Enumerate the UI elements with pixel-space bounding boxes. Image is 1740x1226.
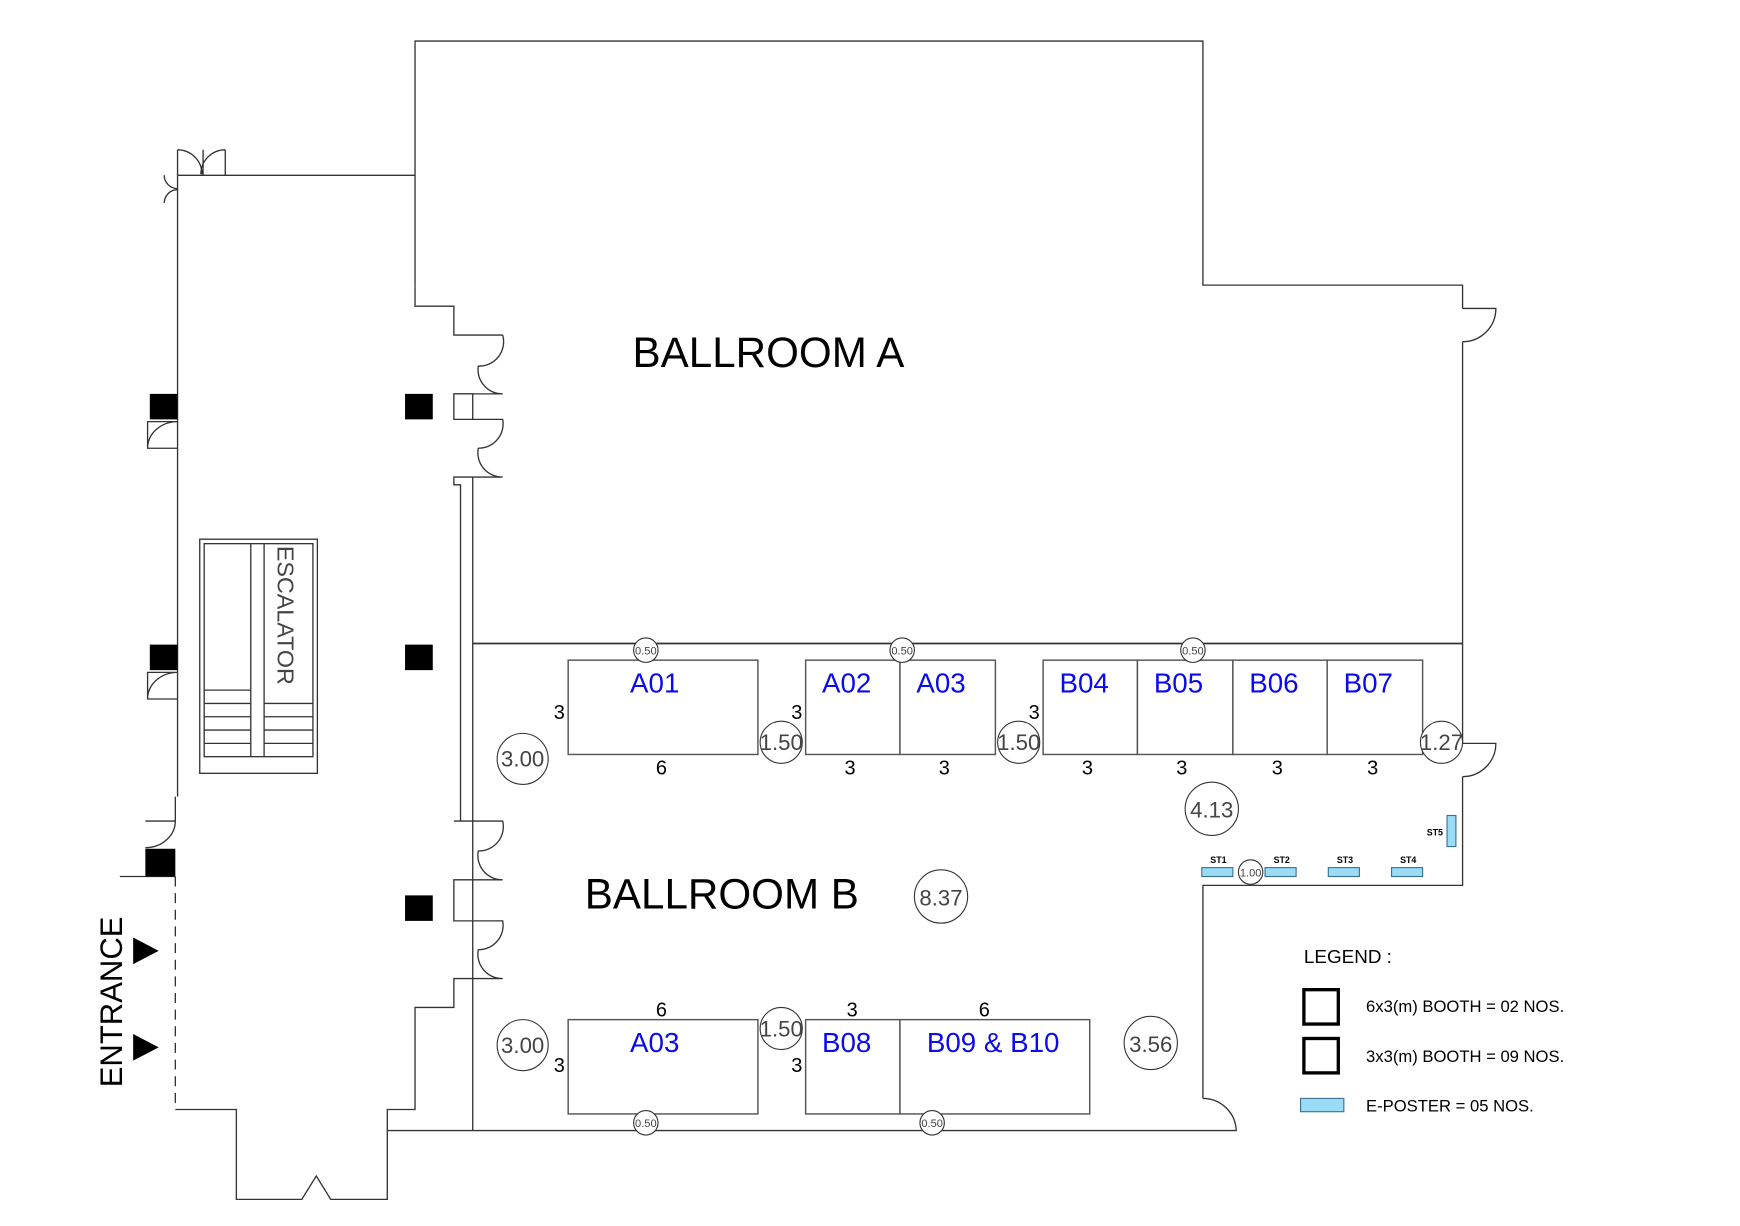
booth-a01[interactable] [567,659,759,756]
eposter-label: ST3 [1337,855,1353,865]
eposter-label: ST1 [1210,855,1226,865]
legend-title: LEGEND : [1304,946,1392,967]
booth-row-bottom: A03 B08 B09 & B10 6 3 6 3 3 [554,999,1091,1115]
booth-a02[interactable] [804,659,901,756]
booth-label: A03 [916,667,965,698]
eposter-st5[interactable] [1446,814,1457,848]
booth-label: B05 [1154,667,1203,698]
clearance-value: 0.50 [635,1118,657,1130]
booth-row-top: A01 A02 A03 B04 B05 B06 B07 6 3 3 3 3 3 … [554,659,1424,779]
booth-label: B09 & B10 [927,1027,1060,1058]
eposter-label: ST5 [1427,827,1443,837]
booth-label: A02 [822,667,871,698]
clearance-value: 0.50 [891,646,913,658]
escalator-label: ESCALATOR [272,546,298,685]
booth-b07[interactable] [1326,659,1424,756]
booth-label: B08 [822,1027,871,1058]
eposter-label: ST2 [1274,855,1290,865]
booth-depth: 3 [791,702,802,724]
booth-depth: 3 [1029,702,1040,724]
booth-width: 3 [1367,757,1378,779]
booth-width: 3 [1082,757,1093,779]
clearance-value: 1.50 [760,1016,803,1041]
columns [145,393,433,921]
eposter-st1[interactable] [1201,867,1234,878]
booth-depth: 3 [554,702,565,724]
legend-6x3-swatch [1302,988,1340,1026]
legend-eposter-swatch [1300,1097,1345,1113]
booth-width: 6 [979,999,990,1021]
booth-label: B07 [1344,667,1393,698]
eposter-label: ST4 [1400,855,1416,865]
clearance-value: 1.00 [1240,868,1262,880]
booth-b09-b10[interactable] [899,1018,1091,1115]
eposters: ST1 ST2 ST3 ST4 ST5 [1201,814,1457,878]
entrance-arrow-icon [133,1034,159,1061]
booth-b05[interactable] [1136,659,1234,756]
escalator: ESCALATOR [199,538,319,774]
booth-width: 3 [939,757,950,779]
booth-depth: 3 [554,1055,565,1077]
entrance-arrow-icon [133,937,159,965]
eposter-st4[interactable] [1391,867,1424,878]
entrance-label: ENTRANCE [94,917,129,1088]
legend-item: 6x3(m) BOOTH = 02 NOS. [1366,997,1564,1016]
legend-item: 3x3(m) BOOTH = 09 NOS. [1366,1047,1564,1066]
booth-width: 3 [847,999,858,1021]
booth-a03-lower[interactable] [567,1018,759,1115]
booth-b04[interactable] [1042,659,1139,756]
legend: LEGEND : 6x3(m) BOOTH = 02 NOS. 3x3(m) B… [1300,946,1564,1116]
ballroom-b-label: BALLROOM B [585,871,859,918]
legend-3x3-swatch [1302,1036,1340,1075]
booth-width: 3 [844,757,855,779]
clearance-value: 0.50 [1182,646,1204,658]
booth-label: B06 [1249,667,1298,698]
clearance-value: 0.50 [635,646,657,658]
booth-label: A01 [630,667,679,698]
clearance-value: 4.13 [1190,798,1233,823]
booth-width: 3 [1176,757,1187,779]
clearance-value: 1.27 [1420,730,1463,755]
booth-width: 6 [656,757,667,779]
booth-depth: 3 [791,1055,802,1077]
clearance-value: 8.37 [919,885,962,910]
booth-a03[interactable] [899,659,997,756]
clearance-value: 1.50 [760,730,803,755]
clearance-value: 0.50 [921,1118,943,1130]
clearance-value: 3.56 [1129,1032,1172,1057]
legend-item: E-POSTER = 05 NOS. [1366,1097,1534,1116]
clearances: 3.00 1.50 1.50 1.27 4.13 8.37 3.00 1.50 … [496,637,1464,1136]
booth-label: A03 [630,1027,679,1058]
eposter-st3[interactable] [1327,867,1360,878]
booth-label: B04 [1060,667,1109,698]
clearance-value: 3.00 [501,1033,544,1058]
booth-width: 6 [656,999,667,1021]
walls [119,40,1497,1201]
booth-b06[interactable] [1232,659,1328,756]
clearance-value: 1.50 [997,730,1040,755]
clearance-value: 3.00 [501,747,544,772]
eposter-st2[interactable] [1264,867,1297,878]
booth-width: 3 [1272,757,1283,779]
ballroom-a-label: BALLROOM A [633,329,906,376]
